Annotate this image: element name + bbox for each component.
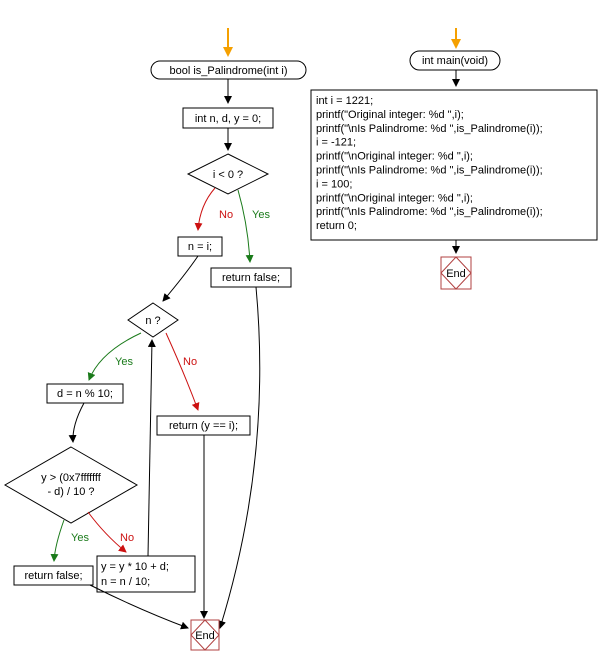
code-line: printf("Original integer: %d ",i); bbox=[316, 109, 464, 121]
decl-box: int n, d, y = 0; bbox=[182, 107, 274, 129]
label-no-2: No bbox=[183, 356, 197, 368]
cond-n-label: n ? bbox=[145, 315, 160, 327]
start-node-is-palindrome: bool is_Palindrome(int i) bbox=[150, 60, 307, 80]
assign-n-box: n = i; bbox=[177, 236, 223, 257]
return-false-bottom-box: return false; bbox=[13, 565, 94, 586]
end-node-right: End bbox=[440, 256, 472, 290]
code-line: int i = 1221; bbox=[316, 95, 373, 107]
assign-d-box: d = n % 10; bbox=[46, 383, 124, 404]
cond-i-negative-label: i < 0 ? bbox=[213, 169, 243, 181]
label-no-1: No bbox=[219, 209, 233, 221]
edge-assign-d-cond-overflow bbox=[68, 402, 85, 443]
edge-assign-n-cond-n bbox=[162, 255, 199, 302]
cond-overflow-diamond: y > (0x7fffffff - d) / 10 ? bbox=[3, 446, 139, 524]
start-node-label: bool is_Palindrome(int i) bbox=[170, 65, 288, 77]
return-y-eq-i-box: return (y == i); bbox=[156, 415, 251, 436]
decl-label: int n, d, y = 0; bbox=[195, 113, 261, 125]
edge-update-loop-back bbox=[147, 339, 156, 557]
update-line2: n = n / 10; bbox=[101, 576, 150, 588]
code-line: printf("\nOriginal integer: %d ",i); bbox=[316, 192, 473, 204]
code-line: i = -121; bbox=[316, 137, 356, 149]
end-left-label: End bbox=[195, 630, 215, 642]
update-y-n-box: y = y * 10 + d; n = n / 10; bbox=[96, 555, 196, 593]
edge-return-false-bottom-end bbox=[89, 584, 189, 630]
label-yes-3: Yes bbox=[71, 532, 89, 544]
edge-return-false-top-end bbox=[218, 286, 261, 629]
cond-overflow-line1: y > (0x7fffffff bbox=[41, 472, 102, 484]
code-line: printf("\nOriginal integer: %d ",i); bbox=[316, 151, 473, 163]
edge-cond-n-yes bbox=[87, 332, 142, 381]
return-y-eq-i-label: return (y == i); bbox=[169, 420, 238, 432]
code-line: printf("\nIs Palindrome: %d ",is_Palindr… bbox=[316, 123, 543, 135]
code-line: return 0; bbox=[316, 220, 357, 232]
main-code-box: int i = 1221; printf("Original integer: %… bbox=[310, 89, 598, 241]
edge-cond-overflow-yes bbox=[50, 519, 65, 562]
code-line: printf("\nIs Palindrome: %d ",is_Palindr… bbox=[316, 206, 543, 218]
label-yes-1: Yes bbox=[252, 209, 270, 221]
label-no-3: No bbox=[120, 532, 134, 544]
edge-cond-overflow-no bbox=[87, 511, 127, 553]
return-false-top-label: return false; bbox=[222, 272, 280, 284]
start-node-main: int main(void) bbox=[409, 50, 501, 71]
end-node-left: End bbox=[190, 619, 220, 651]
edge-cond-i-no bbox=[194, 187, 216, 231]
main-code-lines: int i = 1221; printf("Original integer: %… bbox=[316, 95, 543, 232]
cond-n-diamond: n ? bbox=[127, 302, 179, 338]
code-line: printf("\nIs Palindrome: %d ",is_Palindr… bbox=[316, 165, 543, 177]
cond-i-negative-diamond: i < 0 ? bbox=[186, 153, 270, 195]
edge-cond-i-yes bbox=[237, 189, 254, 263]
return-false-bottom-label: return false; bbox=[24, 570, 82, 582]
edge-cond-n-no bbox=[165, 332, 200, 411]
update-line1: y = y * 10 + d; bbox=[101, 561, 169, 573]
label-yes-2: Yes bbox=[115, 356, 133, 368]
assign-n-label: n = i; bbox=[188, 241, 212, 253]
code-line: i = 100; bbox=[316, 178, 352, 190]
assign-d-label: d = n % 10; bbox=[57, 388, 113, 400]
return-false-top-box: return false; bbox=[210, 267, 292, 288]
main-start-label: int main(void) bbox=[422, 55, 488, 67]
cond-overflow-line2: - d) / 10 ? bbox=[47, 486, 94, 498]
end-right-label: End bbox=[446, 268, 466, 280]
